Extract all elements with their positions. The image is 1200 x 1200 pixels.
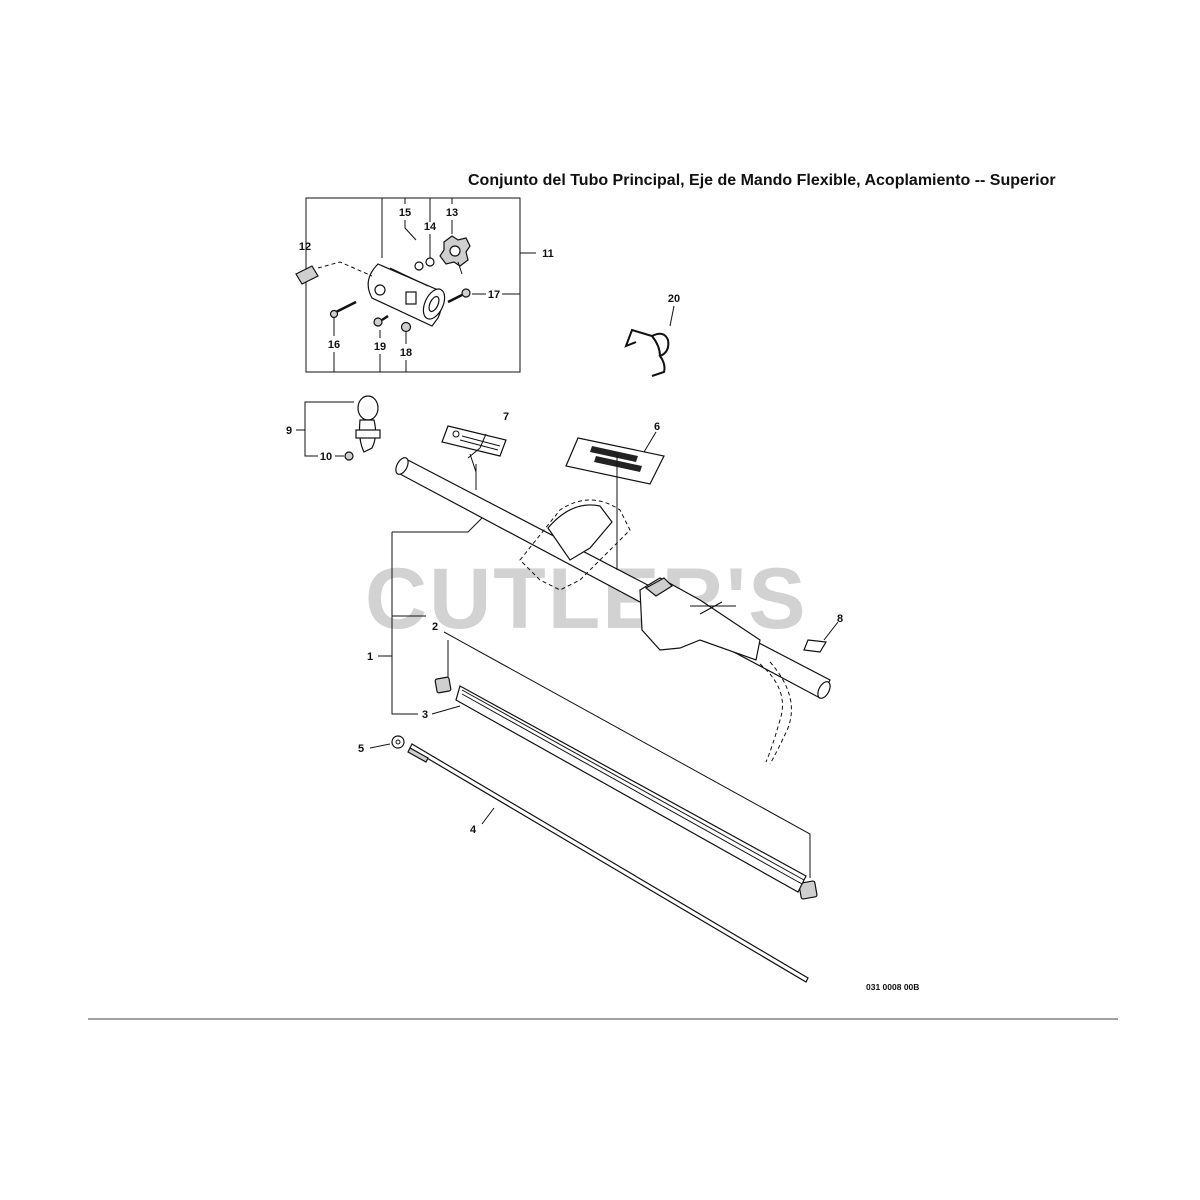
bushing-2-bottom [798,880,818,900]
diagram-title: Conjunto del Tubo Principal, Eje de Mand… [468,172,1056,189]
callout-4: 4 [470,824,477,836]
drive-shaft-4 [407,743,809,983]
callout-18: 18 [400,347,412,359]
screw-19 [373,314,389,327]
callout-20: 20 [668,293,680,305]
knob-13 [439,235,471,275]
callout-15: 15 [399,207,411,219]
washer-14 [425,257,435,267]
label-8 [803,621,839,653]
bolt-16 [329,300,357,319]
group-bracket-1 [378,517,483,715]
washer-15 [414,261,424,271]
callout-16: 16 [328,339,340,351]
callout-19: 19 [374,341,386,353]
callout-1: 1 [367,651,373,663]
diagram-code: 031 0008 00B [866,982,919,992]
callout-17: 17 [488,289,500,301]
bushing-2-top [434,676,452,694]
callout-14: 14 [424,221,437,233]
callout-7: 7 [503,411,509,423]
callout-5: 5 [358,743,364,755]
main-tube-assembly [395,453,831,765]
bolt-17 [447,288,471,304]
callout-9: 9 [286,425,292,437]
callout-11: 11 [542,248,554,260]
liner-3 [455,685,807,893]
plug-12 [295,265,319,285]
handle-clamp-9 [296,395,381,461]
callout-12: 12 [299,241,311,253]
callout-8: 8 [837,613,843,625]
callout-6: 6 [654,421,660,433]
spring-hook-20 [624,305,675,377]
nut-18 [400,321,412,333]
callout-2: 2 [432,621,438,633]
label-6 [565,431,665,485]
group-bracket-11 [305,197,521,373]
callout-3: 3 [422,709,428,721]
callout-13: 13 [446,207,458,219]
callout-10: 10 [320,451,332,463]
label-7 [441,425,507,459]
coupling-assembly [295,197,536,373]
washer-5 [391,735,405,749]
